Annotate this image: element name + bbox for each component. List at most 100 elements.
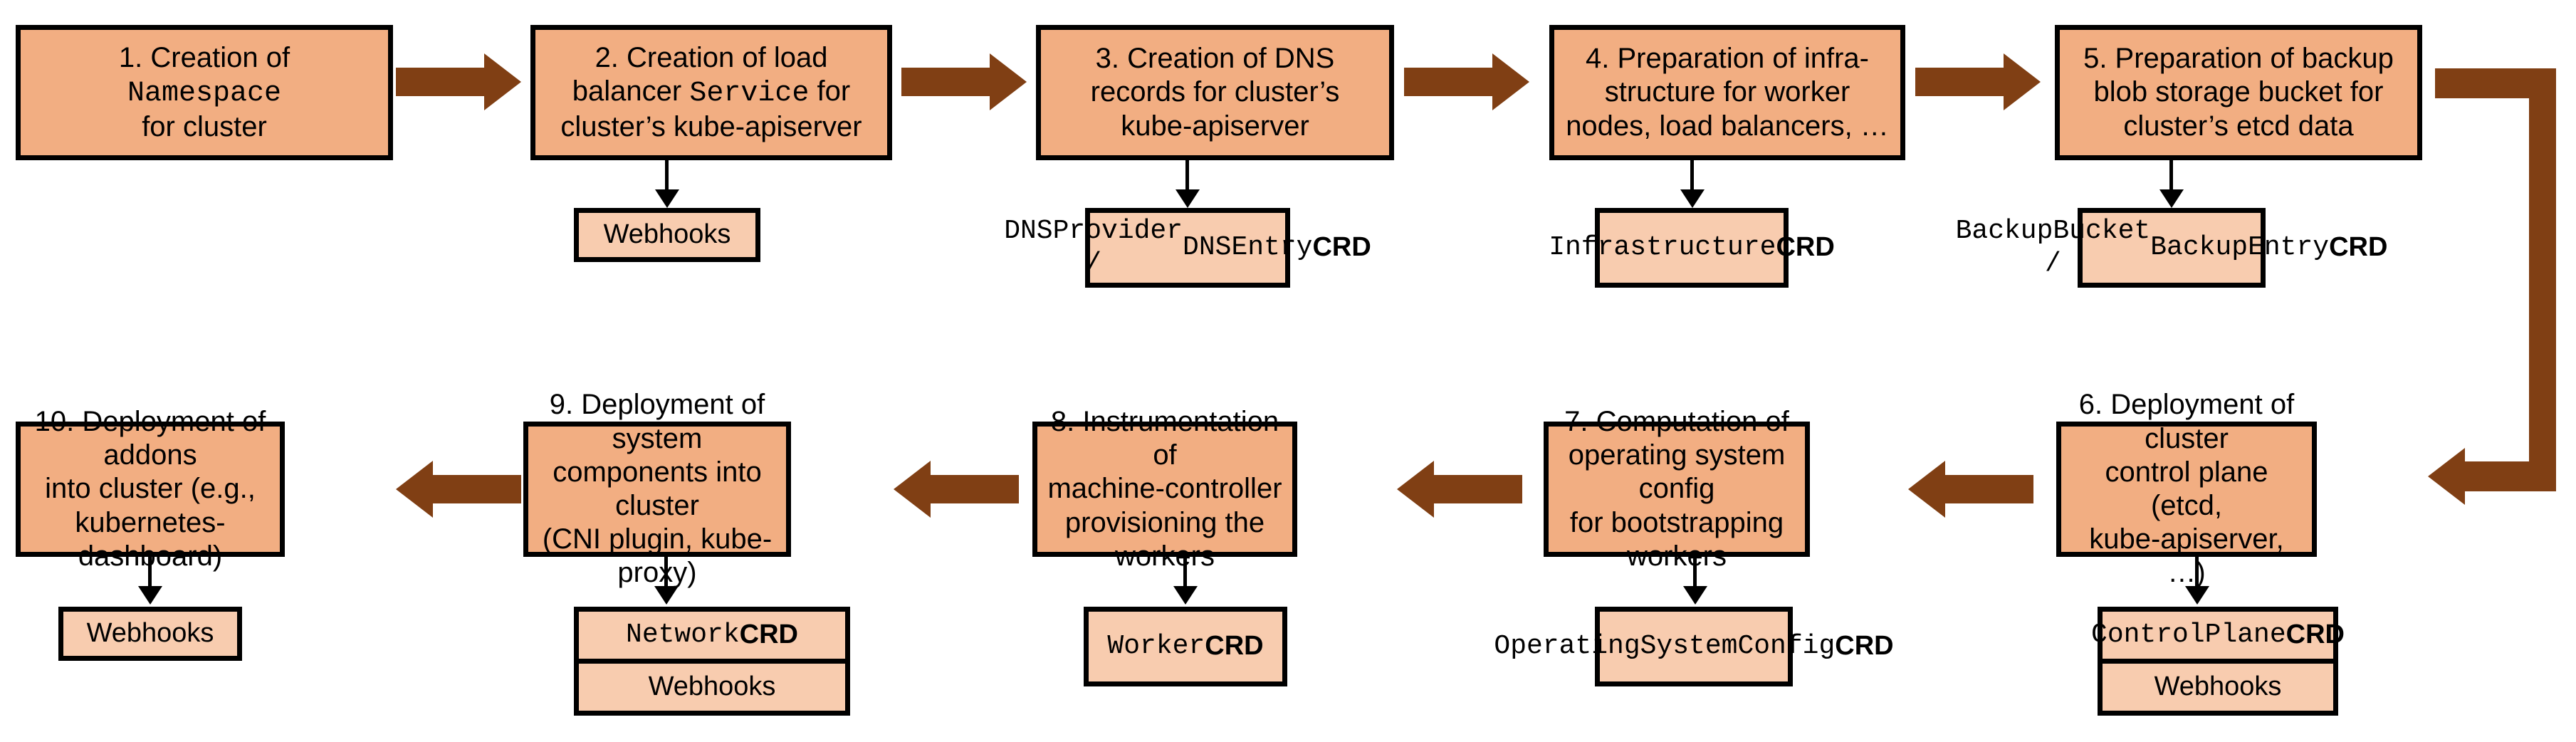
- text-line: provisioning the workers: [1043, 506, 1287, 573]
- sub-box-step-10[interactable]: Webhooks: [58, 607, 242, 661]
- arrow-shaft: [433, 475, 521, 503]
- text-run: Webhooks: [2154, 672, 2282, 702]
- sub-box-step-6[interactable]: ControlPlane CRD Webhooks: [2091, 607, 2345, 716]
- arrow-shaft: [396, 68, 484, 96]
- text-run: 6. Deployment of cluster: [2078, 389, 2295, 454]
- text-run: Namespace: [127, 77, 282, 110]
- text-run: Worker: [1107, 631, 1205, 662]
- step-4-text: 4. Preparation of infra-structure for wo…: [1560, 42, 1895, 143]
- text-line: (CNI plugin, kube-proxy): [534, 523, 780, 590]
- text-run: for bootstrapping workers: [1569, 506, 1784, 572]
- text-line: records for cluster’s: [1047, 75, 1383, 109]
- text-line: operating system config: [1554, 439, 1799, 506]
- text-run: CRD: [1835, 631, 1894, 662]
- text-run: CRD: [1312, 232, 1371, 263]
- text-run: CRD: [739, 620, 798, 650]
- sub-box-step-2[interactable]: Webhooks: [574, 208, 760, 262]
- step-box-4[interactable]: 4. Preparation of infra-structure for wo…: [1549, 25, 1905, 160]
- text-run: provisioning the workers: [1064, 506, 1265, 572]
- arrow-shaft: [931, 475, 1019, 503]
- text-run: CRD: [1776, 232, 1835, 263]
- text-line: 5. Preparation of backup: [2065, 42, 2412, 75]
- connector-line-step-4: [1690, 160, 1694, 192]
- text-line: 1. Creation of: [26, 41, 382, 75]
- text-run: Network: [626, 620, 740, 651]
- text-run: cluster’s kube-apiserver: [560, 111, 862, 143]
- sub-box-step-3[interactable]: DNSProvider /DNSEntry CRD: [1004, 208, 1371, 288]
- text-line: kubernetes-dashboard): [26, 506, 274, 573]
- elbow-step5-to-step6-bottom: [2465, 461, 2556, 491]
- text-line: kube-apiserver, …): [2067, 523, 2306, 590]
- sub-cell: Webhooks: [2103, 659, 2333, 711]
- text-run: Webhooks: [648, 672, 776, 702]
- text-line: blob storage bucket for: [2065, 75, 2412, 109]
- arrow-head-right-icon: [1492, 53, 1529, 110]
- text-run: (CNI plugin, kube-proxy): [542, 523, 773, 589]
- text-line: 10. Deployment of addons: [26, 405, 274, 472]
- text-line: structure for worker: [1560, 75, 1895, 109]
- connector-arrowhead-step-6: [2185, 586, 2209, 605]
- arrow-step1-to-step2: [396, 53, 521, 110]
- text-run: for cluster: [142, 111, 267, 143]
- text-line: into cluster (e.g.,: [26, 472, 274, 506]
- arrow-step9-to-step10: [396, 461, 521, 518]
- text-run: records for cluster’s: [1090, 76, 1340, 108]
- text-run: BackupBucket /: [1955, 216, 2151, 279]
- text-run: BackupEntry: [2150, 232, 2330, 263]
- text-line: machine-controller: [1043, 472, 1287, 506]
- connector-line-step-6: [2195, 557, 2199, 588]
- text-run: 2. Creation of load: [595, 41, 828, 73]
- text-run: Webhooks: [603, 219, 731, 250]
- text-line: 6. Deployment of cluster: [2067, 388, 2306, 455]
- arrow-shaft: [1404, 68, 1492, 96]
- sub-box-step-9[interactable]: Network CRD Webhooks: [574, 607, 850, 716]
- text-run: CRD: [2286, 620, 2345, 650]
- text-line: balancer Service for: [541, 75, 881, 110]
- arrow-head-right-icon: [2004, 53, 2041, 110]
- connector-line-step-5: [2169, 160, 2173, 192]
- text-run: kube-apiserver: [1121, 110, 1309, 142]
- text-run: balancer: [572, 75, 690, 107]
- connector-arrowhead-step-5: [2159, 189, 2184, 208]
- text-line: nodes, load balancers, …: [1560, 110, 1895, 143]
- text-run: operating system config: [1568, 439, 1786, 505]
- text-run: 1. Creation of: [118, 41, 290, 73]
- arrow-head-left-icon: [1397, 461, 1434, 518]
- text-run: 5. Preparation of backup: [2083, 43, 2394, 75]
- arrow-shaft: [1915, 68, 2004, 96]
- arrow-head-left-icon: [1908, 461, 1945, 518]
- text-run: ControlPlane: [2091, 620, 2286, 651]
- arrow-step7-to-step8: [1397, 461, 1522, 518]
- connector-arrowhead-step-7: [1683, 586, 1707, 605]
- connector-arrowhead-step-3: [1176, 189, 1200, 208]
- text-line: cluster’s kube-apiserver: [541, 110, 881, 144]
- sub-box-step-5[interactable]: BackupBucket /BackupEntry CRD: [1956, 208, 2387, 288]
- text-line: components into cluster: [534, 456, 780, 523]
- text-run: Infrastructure: [1549, 232, 1776, 263]
- connector-line-step-3: [1185, 160, 1189, 192]
- sub-cell: ControlPlane CRD: [2091, 612, 2345, 659]
- arrow-shaft: [1945, 475, 2033, 503]
- sub-cell: Webhooks: [579, 659, 845, 711]
- text-run: CRD: [2329, 232, 2388, 263]
- text-run: 3. Creation of DNS: [1095, 43, 1335, 75]
